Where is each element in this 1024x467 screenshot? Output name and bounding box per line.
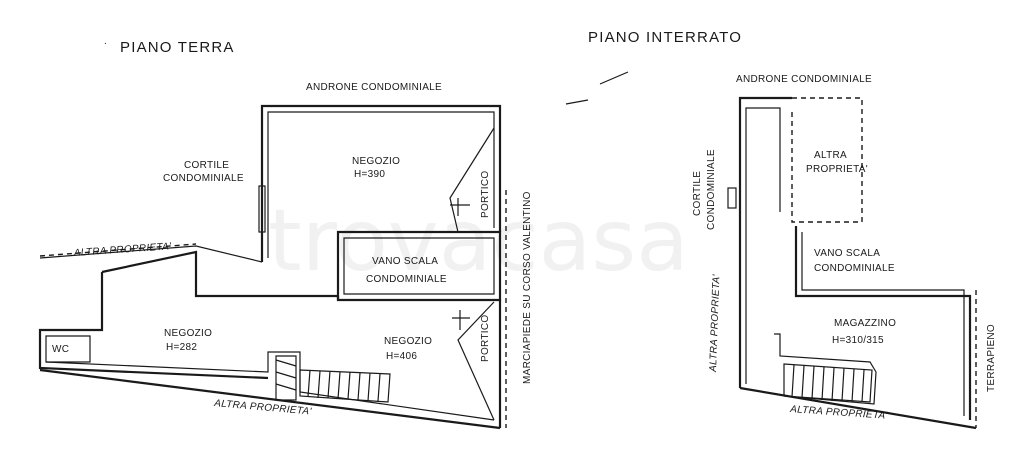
portico-top-label: PORTICO [480, 171, 491, 218]
basement-vano-inner [801, 232, 965, 416]
basement-altra-left-label: ALTRA PROPRIETA' [708, 273, 722, 373]
cortile-label: CORTILE [184, 160, 229, 171]
altra-proprieta-top-boundary [791, 97, 863, 223]
basement-plan: PIANO INTERRATO ANDRONE CONDOMINIALE ALT… [565, 29, 997, 430]
basement-androne-label: ANDRONE CONDOMINIALE [736, 74, 872, 85]
wc-label: WC [52, 344, 69, 355]
basement-outer-walls [738, 96, 792, 388]
portico-top-door [450, 198, 470, 216]
altra-proprieta-boundary [39, 245, 263, 263]
androne-label: ANDRONE CONDOMINIALE [306, 82, 442, 93]
wc-inner [45, 335, 91, 363]
negozio-right-height: H=406 [386, 351, 417, 362]
altra-proprieta-bottom-label: ALTRA PROPRIETA' [213, 398, 313, 418]
cortile-label-2: CONDOMINIALE [163, 173, 244, 184]
ground-stairs [275, 355, 391, 403]
title-mark: . [104, 36, 108, 47]
upper-shop-walls [260, 104, 502, 262]
lower-shop-outer-walls [101, 250, 340, 300]
basement-window [727, 187, 737, 209]
south-wall [39, 368, 501, 430]
portico-top-diagonal [449, 127, 495, 233]
basement-title: PIANO INTERRATO [588, 29, 742, 46]
negozio-right-label: NEGOZIO [384, 336, 432, 347]
portico-bottom-diagonal [457, 301, 495, 421]
basement-altra-bottom-label: ALTRA PROPRIETA' [789, 404, 889, 422]
negozio-top-height: H=390 [354, 169, 385, 180]
basement-cortile-label-2: CONDOMINIALE [706, 149, 717, 230]
basement-stairs [774, 333, 877, 405]
altra-proprieta-left-label: ALTRA PROPRIETA' [72, 241, 172, 259]
magazzino-height: H=310/315 [832, 335, 884, 346]
west-walls [38, 272, 269, 380]
south-wall-inner [45, 351, 495, 421]
vano-scala-label: VANO SCALA [372, 256, 438, 267]
cortile-window [258, 185, 266, 233]
basement-vano-label-2: CONDOMINIALE [814, 263, 895, 274]
basement-inner-west [745, 107, 781, 384]
negozio-left-label: NEGOZIO [164, 328, 212, 339]
ground-floor-title: PIANO TERRA [120, 39, 235, 56]
negozio-top-label: NEGOZIO [352, 156, 400, 167]
basement-altra-top-label-2: PROPRIETA' [806, 164, 868, 175]
marciapiede-label: MARCIAPIEDE SU CORSO VALENTINO [522, 191, 533, 384]
upper-shop-inner-walls [267, 111, 495, 258]
basement-vano-walls [794, 226, 972, 420]
portico-bottom-label: PORTICO [480, 315, 491, 362]
basement-vano-label: VANO SCALA [814, 248, 880, 259]
vano-scala-label-2: CONDOMINIALE [366, 274, 447, 285]
basement-south-wall [739, 386, 977, 430]
vano-scala-inner [343, 237, 495, 295]
basement-altra-top-label: ALTRA [814, 150, 847, 161]
pen-marks [565, 71, 629, 105]
negozio-left-height: H=282 [166, 342, 197, 353]
portico-bottom-door [452, 310, 470, 330]
watermark: trovacasa [268, 191, 689, 291]
terrapieno-label: TERRAPIENO [986, 324, 997, 392]
boundary-dashed-left [39, 243, 197, 257]
magazzino-label: MAGAZZINO [834, 318, 896, 329]
basement-cortile-label: CORTILE [692, 171, 703, 216]
